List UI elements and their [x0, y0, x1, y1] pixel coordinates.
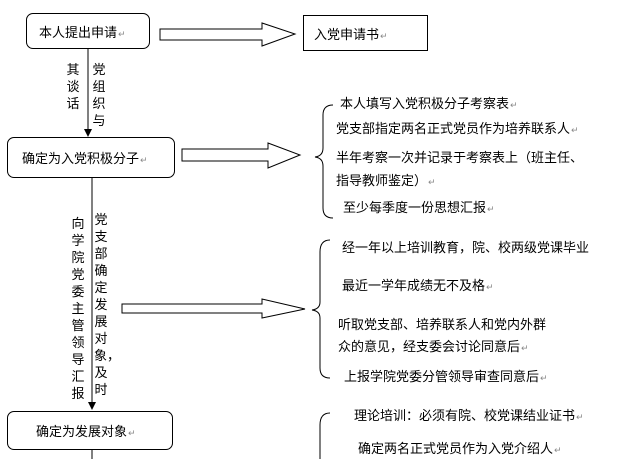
edge-label-right: 党支部确定发展对象，及时: [94, 213, 121, 398]
block-arrow-right-icon: [159, 22, 297, 47]
brace-icon: [311, 239, 331, 379]
block-arrow-right-icon: [121, 298, 306, 319]
step-label: 本人提出申请: [39, 22, 126, 41]
note: 本人填写入党积极分子考察表: [340, 93, 518, 112]
arrowhead-down-icon: [88, 402, 96, 410]
note: 党支部指定两名正式党员作为培养联系人: [336, 118, 579, 137]
block-arrow-right-icon: [181, 142, 302, 169]
edge-label-left: 向学院党委主管领导汇报: [71, 217, 85, 402]
application-letter-box: 入党申请书: [303, 15, 428, 51]
brace-icon: [319, 412, 331, 459]
note: 指导教师鉴定）: [336, 170, 436, 189]
note: 半年考察一次并记录于考察表上（班主任、: [336, 151, 584, 166]
note: 上报学院党委分管领导审查同意后: [344, 366, 548, 385]
note: 确定两名正式党员作为入党介绍人: [358, 438, 562, 457]
note: 最近一学年成绩无不及格: [342, 275, 494, 294]
step-label: 入党申请书: [314, 24, 388, 43]
step-label: 确定为入党积极分子: [22, 148, 148, 167]
step-development-target: 确定为发展对象: [7, 411, 173, 450]
note: 至少每季度一份思想汇报: [343, 197, 495, 216]
step-label: 确定为发展对象: [36, 421, 136, 440]
edge-label-left: 其谈话: [66, 63, 80, 112]
note: 理论培训：必须有院、校党课结业证书: [354, 405, 584, 424]
arrowhead-down-icon: [84, 129, 92, 137]
brace-icon: [314, 104, 334, 219]
edge-label-right: 党组织与: [92, 63, 106, 129]
note: 经一年以上培训教育，院、校两级党课毕业: [342, 241, 590, 256]
note: 众的意见，经支委会讨论同意后: [338, 336, 529, 355]
step-submit-application: 本人提出申请: [26, 13, 150, 49]
step-activist: 确定为入党积极分子: [7, 137, 175, 178]
note: 听取党支部、培养联系人和党内外群: [338, 318, 547, 333]
